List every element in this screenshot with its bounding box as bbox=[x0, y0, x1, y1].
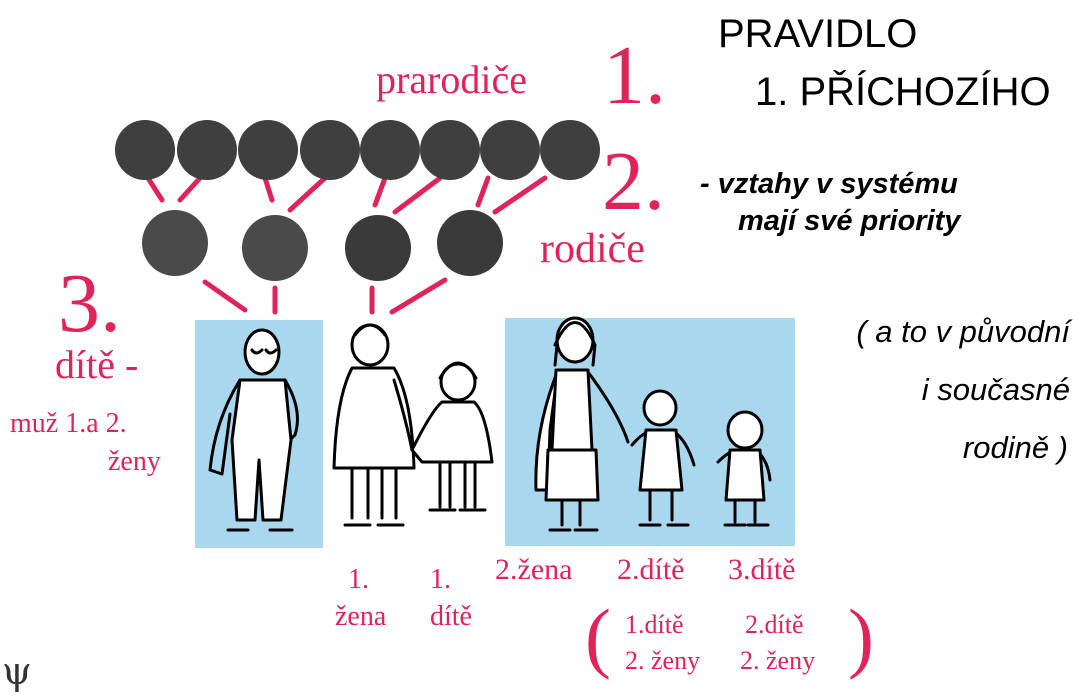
second-child-label: 2.dítě bbox=[617, 553, 685, 586]
parent-node bbox=[437, 210, 503, 276]
first-wife-label-line-2: žena bbox=[335, 601, 387, 632]
grandparent-node bbox=[300, 120, 360, 180]
grandparent-node bbox=[360, 120, 420, 180]
parent-node bbox=[142, 210, 208, 276]
grandparents-row bbox=[115, 120, 600, 180]
bracket-close: ) bbox=[848, 593, 874, 680]
bracket-open: ( bbox=[585, 593, 611, 680]
bracket-right-line-2: 2. ženy bbox=[740, 646, 816, 675]
person-woman-figure bbox=[534, 316, 630, 532]
person-toddler-figure bbox=[716, 410, 772, 527]
person-boy-figure bbox=[630, 389, 696, 527]
grandparents-label: prarodiče bbox=[376, 57, 528, 102]
grandparent-node bbox=[480, 120, 540, 180]
grandparent-node bbox=[420, 120, 480, 180]
person-girl-figure bbox=[410, 361, 494, 512]
level-2-number: 2. bbox=[602, 135, 665, 228]
grandparent-node bbox=[238, 120, 298, 180]
second-wife-label: 2.žena bbox=[495, 553, 573, 586]
man-sublabel-line-2: ženy bbox=[108, 446, 161, 477]
bracket-right-line-1: 2.dítě bbox=[745, 610, 804, 639]
aside-line-3: rodině ) bbox=[962, 430, 1068, 465]
title-line-2: 1. PŘÍCHOZÍHO bbox=[755, 70, 1051, 114]
level-3-number: 3. bbox=[58, 257, 121, 350]
bracket-left-line-2: 2. ženy bbox=[625, 646, 701, 675]
note-line-2: mají své priority bbox=[738, 205, 961, 237]
level-1-number: 1. bbox=[603, 29, 666, 122]
bracket-left-line-1: 1.dítě bbox=[625, 610, 684, 639]
title-line-1: PRAVIDLO bbox=[718, 12, 918, 56]
aside-line-1: ( a to v původní bbox=[856, 314, 1070, 349]
third-child-label: 3.dítě bbox=[728, 553, 796, 586]
parents-row bbox=[142, 210, 503, 281]
grandparent-connectors bbox=[145, 175, 548, 215]
note-line-1: - vztahy v systému bbox=[700, 168, 958, 200]
grandparent-node bbox=[540, 120, 600, 180]
grandparent-node bbox=[177, 120, 237, 180]
person-woman-figure bbox=[332, 323, 416, 527]
first-child-label-line-2: dítě bbox=[430, 601, 472, 632]
man-sublabel-line-1: muž 1.a 2. bbox=[10, 408, 127, 439]
parents-label: rodiče bbox=[540, 226, 645, 272]
child-label: dítě - bbox=[55, 342, 139, 387]
person-man-figure bbox=[208, 328, 299, 532]
parent-node bbox=[242, 215, 308, 281]
grandparent-node bbox=[115, 120, 175, 180]
parent-connectors bbox=[202, 277, 448, 315]
first-child-label-line-1: 1. bbox=[430, 564, 451, 595]
first-wife-label-line-1: 1. bbox=[348, 564, 369, 595]
parent-node bbox=[345, 215, 411, 281]
signature-mark: ψ bbox=[2, 649, 32, 693]
aside-line-2: i současné bbox=[921, 372, 1070, 407]
